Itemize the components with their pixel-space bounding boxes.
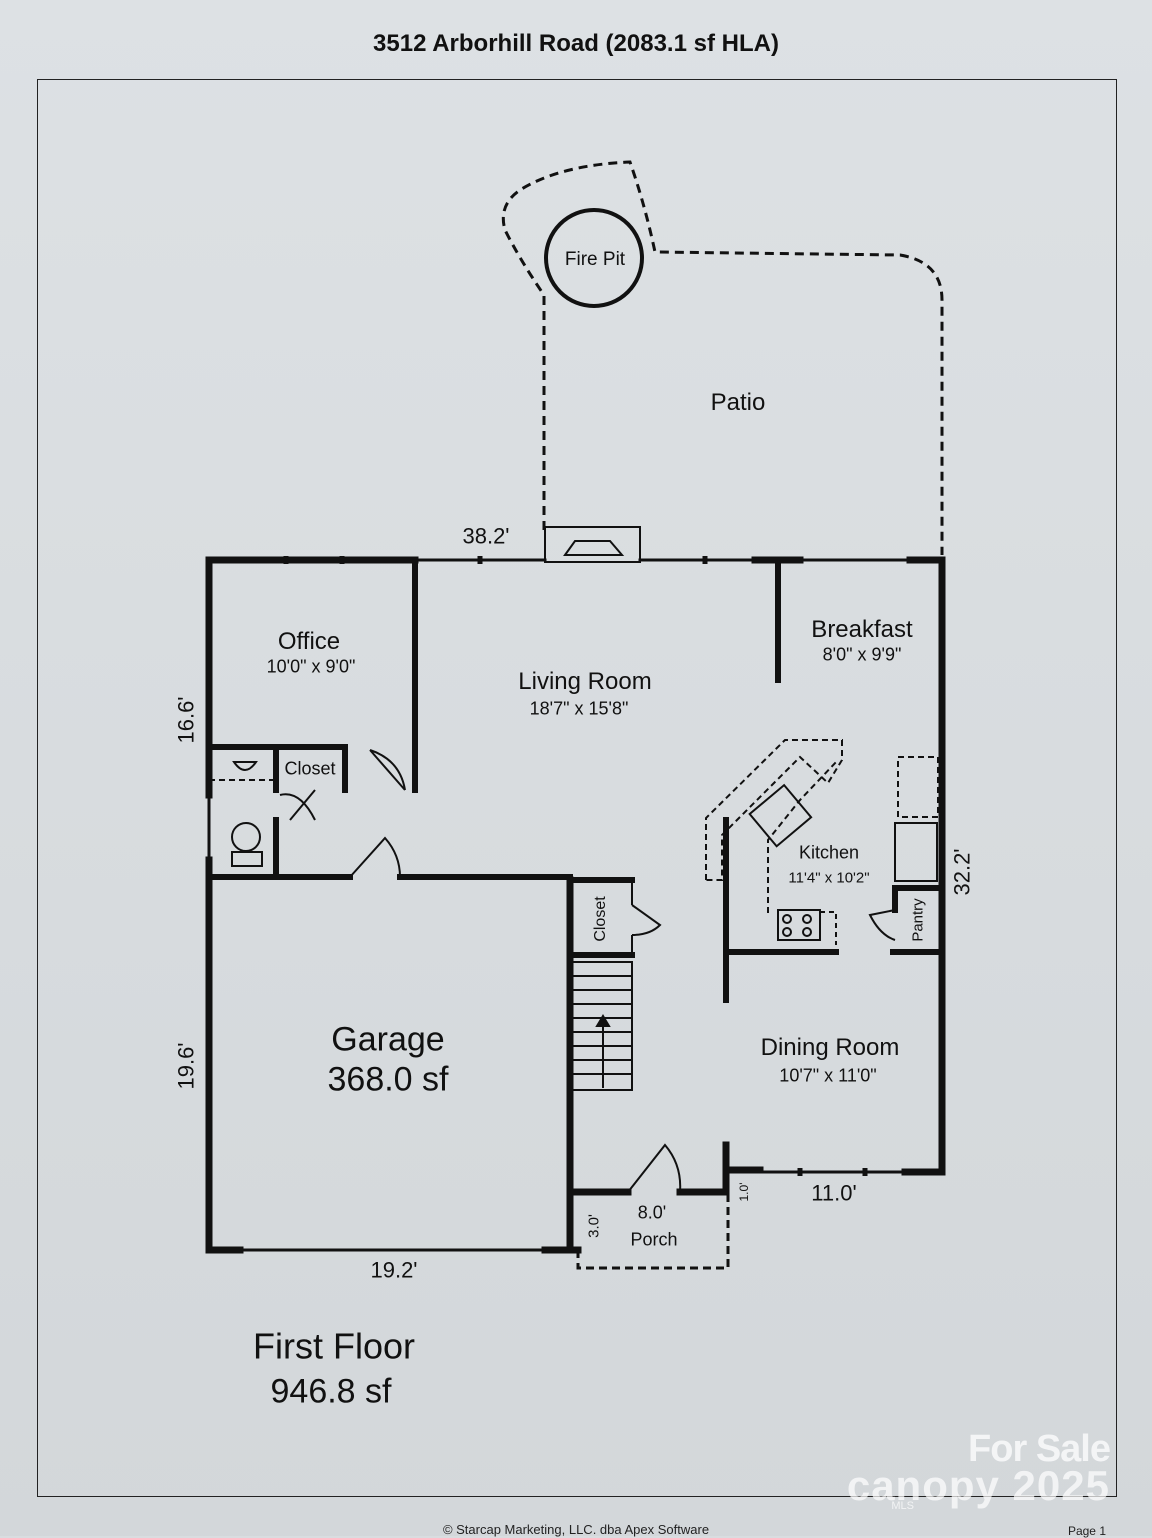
front-measurement: 11.0'	[811, 1180, 857, 1206]
office-dims: 10'0" x 9'0"	[266, 656, 356, 677]
fireplace-hearth	[563, 540, 625, 556]
patio-label: Patio	[710, 389, 766, 417]
patio-outline	[501, 160, 944, 555]
kitchen-island	[767, 759, 839, 913]
fireplace	[544, 526, 641, 563]
porch-offset: 1.0'	[737, 1182, 752, 1202]
stair-closet-label: Closet	[591, 896, 609, 942]
watermark-mls: MLS	[891, 1500, 914, 1512]
office-label: Office	[277, 628, 341, 656]
left-upper-measurement: 16.6'	[173, 696, 199, 744]
watermark-canopy-logo: canopy 2025	[846, 1462, 1110, 1509]
sink	[748, 783, 813, 848]
dining-room-label: Dining Room	[760, 1034, 900, 1062]
fridge-space	[897, 756, 939, 818]
kitchen-dims: 11'4" x 10'2"	[788, 869, 870, 887]
stove	[777, 909, 821, 941]
living-room-label: Living Room	[518, 668, 652, 696]
porch-outline	[576, 1192, 730, 1270]
office-door	[369, 749, 406, 791]
closet-door	[279, 789, 316, 821]
kitchen-counter	[705, 739, 843, 881]
hall-door	[349, 836, 401, 878]
staircase	[571, 961, 633, 1091]
dining-room-dims: 10'7" x 11'0"	[779, 1065, 877, 1086]
top-measurement: 38.2'	[462, 523, 510, 549]
toilet-icon	[231, 822, 261, 852]
sink-icon	[232, 761, 258, 771]
plan-frame	[37, 79, 1117, 1497]
porch-depth: 3.0'	[585, 1214, 603, 1238]
fire-pit-circle	[544, 208, 644, 308]
front-door	[627, 1143, 682, 1193]
floor-name: First Floor	[253, 1325, 415, 1367]
fire-pit-label: Fire Pit	[564, 249, 626, 271]
floor-area: 946.8 sf	[270, 1372, 392, 1411]
porch-width: 8.0'	[637, 1202, 667, 1223]
breakfast-label: Breakfast	[811, 616, 913, 644]
watermark-for-sale: For Sale	[968, 1428, 1111, 1470]
living-room-dims: 18'7" x 15'8"	[529, 698, 629, 719]
footer-page-number: Page 1	[1067, 1524, 1106, 1538]
footer-copyright: © Starcap Marketing, LLC. dba Apex Softw…	[442, 1522, 710, 1537]
left-lower-measurement: 19.6'	[173, 1042, 199, 1090]
porch-label: Porch	[630, 1229, 678, 1250]
stair-closet-door	[631, 904, 662, 936]
kitchen-label: Kitchen	[798, 842, 860, 863]
bottom-measurement: 19.2'	[370, 1257, 418, 1283]
upper-closet-label: Closet	[284, 758, 336, 779]
garage-area: 368.0 sf	[327, 1060, 449, 1099]
refrigerator	[894, 822, 938, 882]
right-measurement: 32.2'	[949, 848, 975, 896]
pantry-door	[868, 909, 896, 941]
garage-label: Garage	[331, 1020, 445, 1059]
pantry-label: Pantry	[909, 898, 927, 942]
breakfast-dims: 8'0" x 9'9"	[822, 644, 902, 665]
document-title: 3512 Arborhill Road (2083.1 sf HLA)	[373, 30, 779, 57]
